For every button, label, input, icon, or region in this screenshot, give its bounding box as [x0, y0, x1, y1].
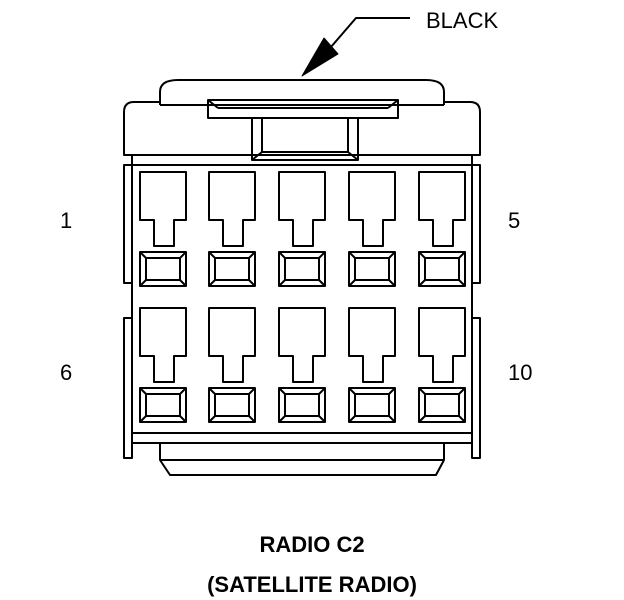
- pin-label-6: 6: [60, 360, 73, 385]
- cavity-10: [418, 307, 466, 423]
- connector-side-ears: [123, 101, 481, 156]
- pin-label-5: 5: [508, 208, 521, 233]
- pin-label-1: 1: [60, 208, 73, 233]
- connector-description: (SATELLITE RADIO): [207, 572, 417, 597]
- cavity-4: [348, 171, 396, 287]
- cavity-8: [278, 307, 326, 423]
- cavity-6: [139, 307, 187, 423]
- connector-name: RADIO C2: [259, 532, 365, 557]
- connector-body: [123, 154, 481, 459]
- cavity-7: [208, 307, 256, 423]
- cavity-5: [418, 171, 466, 287]
- callout-leader: [301, 17, 410, 77]
- cavity-2: [208, 171, 256, 287]
- pin-label-10: 10: [508, 360, 533, 385]
- cavity-grid: [139, 171, 466, 423]
- cavity-1: [139, 171, 187, 287]
- cavity-9: [348, 307, 396, 423]
- wire-color-label: BLACK: [426, 8, 499, 33]
- connector-latch: [207, 99, 399, 161]
- connector-bottom-skirt: [159, 443, 445, 476]
- cavity-3: [278, 171, 326, 287]
- connector-top-hood: [159, 79, 445, 106]
